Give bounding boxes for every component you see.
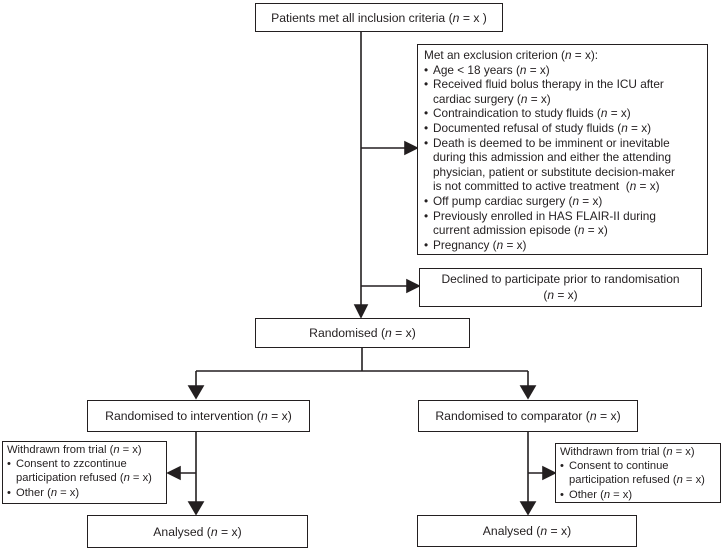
withdrawn-right-bullet-text: Other (n = x) — [569, 488, 633, 501]
bullet-marker: • — [424, 193, 429, 208]
intervention-box: Randomised to intervention (n = x) — [87, 400, 310, 432]
exclusion-bullet-item: • Death is deemed to be imminent or inev… — [424, 136, 681, 194]
bullet-marker: • — [424, 62, 429, 77]
bullet-marker: • — [424, 135, 429, 150]
withdrawn-left-title: Withdrawn from trial (n = x) — [7, 444, 142, 456]
exclusion-title: Met an exclusion criterion (n = x): — [424, 48, 599, 62]
exclusion-bullet-item: • Previously enrolled in HAS FLAIR-II du… — [424, 209, 681, 238]
declined-line2: (n = x) — [543, 287, 578, 302]
declined-box: Declined to participate prior to randomi… — [419, 268, 702, 307]
connector-comparator-to-analysed — [519, 432, 557, 516]
connector-randomised-split — [187, 348, 537, 400]
declined-line1: Declined to participate prior to randomi… — [441, 272, 680, 286]
exclusion-bullet-text: Off pump cardiac surgery (n = x) — [433, 193, 603, 208]
exclusion-bullet-text: Previously enrolled in HAS FLAIR-II duri… — [433, 208, 656, 238]
bullet-marker: • — [424, 77, 429, 92]
bullet-marker: • — [424, 120, 429, 135]
exclusion-box: Met an exclusion criterion (n = x): • Ag… — [417, 44, 708, 255]
withdrawn-right-bullet-item: • Other (n = x) — [560, 488, 718, 502]
withdrawn-right-title: Withdrawn from trial (n = x) — [560, 446, 695, 458]
exclusion-bullet-item: • Documented refusal of study fluids (n … — [424, 121, 681, 136]
randomised-label: Randomised (n = x) — [309, 326, 416, 340]
withdrawn-left-bullet-text: Consent to zzcontinue participation refu… — [16, 458, 152, 485]
exclusion-bullet-item: • Off pump cardiac surgery (n = x) — [424, 194, 681, 209]
right-arrowhead-withdrawn-right — [542, 465, 557, 481]
exclusion-bullet-text: Death is deemed to be imminent or inevit… — [433, 135, 675, 194]
bullet-marker: • — [7, 486, 11, 499]
withdrawn-left-box: Withdrawn from trial (n = x) • Consent t… — [2, 441, 167, 504]
withdrawn-left-bullet-item: • Other (n = x) — [7, 486, 164, 500]
withdrawn-left-bullet-text: Other (n = x) — [16, 486, 80, 499]
down-arrowhead-analysed-right — [519, 501, 537, 516]
exclusion-bullet-item: • Age < 18 years (n = x) — [424, 63, 681, 78]
down-arrowhead-randomised — [353, 304, 369, 319]
comparator-label: Randomised to comparator (n = x) — [435, 409, 621, 423]
exclusion-bullet-item: • Contraindication to study fluids (n = … — [424, 106, 681, 121]
down-arrowhead-comparator — [519, 385, 537, 400]
exclusion-bullet-item: • Received fluid bolus therapy in the IC… — [424, 77, 681, 106]
bullet-marker: • — [7, 458, 11, 471]
down-arrowhead-analysed-left — [187, 501, 205, 516]
exclusion-bullet-text: Received fluid bolus therapy in the ICU … — [433, 77, 664, 106]
comparator-box: Randomised to comparator (n = x) — [418, 400, 638, 432]
down-arrowhead-intervention — [187, 385, 205, 400]
bullet-marker: • — [560, 488, 564, 501]
exclusion-bullet-text: Pregnancy (n = x) — [433, 237, 527, 252]
bullet-marker: • — [424, 237, 429, 252]
exclusion-bullet-item: • Pregnancy (n = x) — [424, 238, 681, 253]
connector-to-declined — [361, 278, 421, 294]
analysed-left-label: Analysed (n = x) — [153, 524, 242, 539]
withdrawn-right-bullet-item: • Consent to continue participation refu… — [560, 459, 718, 487]
connector-to-exclusion — [361, 140, 419, 156]
left-arrowhead-withdrawn-left — [166, 465, 181, 481]
inclusion-label: Patients met all inclusion criteria (n =… — [271, 10, 487, 25]
right-arrowhead-exclusion — [404, 140, 419, 156]
analysed-right-label: Analysed (n = x) — [482, 524, 572, 538]
intervention-label: Randomised to intervention (n = x) — [105, 409, 292, 423]
bullet-marker: • — [560, 460, 564, 473]
bullet-marker: • — [424, 208, 429, 223]
exclusion-bullet-text: Contraindication to study fluids (n = x) — [433, 106, 631, 121]
connector-inclusion-to-randomised — [353, 32, 369, 319]
connector-intervention-to-analysed — [166, 432, 205, 516]
inclusion-box: Patients met all inclusion criteria (n =… — [255, 3, 503, 32]
analysed-right-box: Analysed (n = x) — [417, 515, 637, 547]
exclusion-bullet-text: Documented refusal of study fluids (n = … — [433, 120, 652, 135]
withdrawn-left-bullet-item: • Consent to zzcontinue participation re… — [7, 457, 164, 485]
exclusion-bullet-text: Age < 18 years (n = x) — [433, 62, 550, 77]
analysed-left-box: Analysed (n = x) — [87, 515, 308, 548]
withdrawn-right-box: Withdrawn from trial (n = x) • Consent t… — [555, 443, 721, 503]
randomised-box: Randomised (n = x) — [255, 318, 470, 348]
withdrawn-right-bullet-text: Consent to continue participation refuse… — [569, 460, 705, 487]
right-arrowhead-declined — [406, 278, 421, 294]
bullet-marker: • — [424, 106, 429, 121]
